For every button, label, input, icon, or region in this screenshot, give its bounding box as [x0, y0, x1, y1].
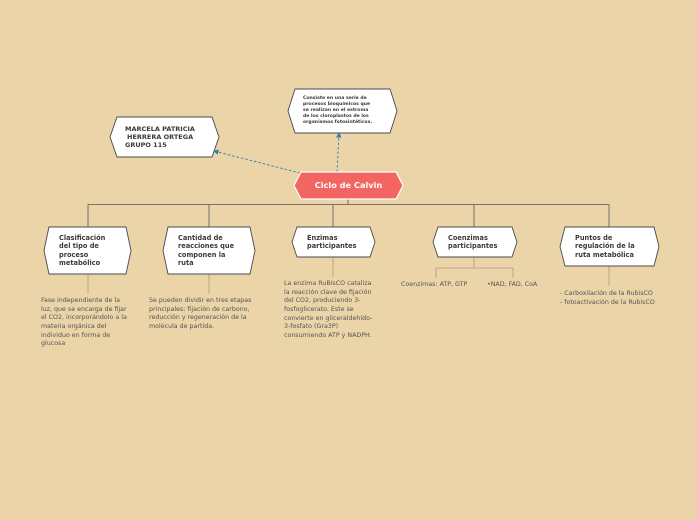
note-line: principales: fijación de carbono, [149, 305, 250, 313]
topic-node-shape [43, 226, 132, 275]
topic-node-coenzymes[interactable]: Coenzimas participantes [432, 226, 518, 258]
topic-title-line: participantes [307, 242, 357, 250]
note-line: 3-fosfato (Gra3P) [284, 323, 339, 331]
note-line: Se pueden dividir en tres etapas [149, 297, 252, 304]
definition-label: Consiste en una serie de procesos bioquí… [288, 96, 372, 126]
topic-node-enzymes[interactable]: Enzimas participantes [291, 226, 376, 258]
topic-node-shape [559, 226, 660, 267]
topic-title-line: Coenzimas [448, 233, 488, 242]
author-node-shape [109, 116, 220, 158]
topic-title-line: regulación de la [575, 242, 635, 251]
dashed-arrow-to-author [213, 149, 306, 177]
coenzymes-subitem-1: Coenzimas: ATP, GTP [401, 281, 468, 288]
central-node[interactable]: Ciclo de Calvin [293, 171, 404, 200]
author-label: MARCELA PATRICIA HERRERA ORTEGA GRUPO 11… [110, 125, 195, 149]
topic-title-line: reacciones que [178, 242, 235, 251]
topic-title: Cantidad de reacciones que componen la r… [163, 234, 234, 267]
topic-title-line: ruta metabólica [575, 250, 634, 259]
topic-note-enzymes: La enzima RuBisCO cataliza la reacción c… [284, 280, 372, 341]
note-line: glucosa [41, 340, 66, 348]
author-line-2: HERRERA ORTEGA [127, 132, 194, 141]
topic-title-line: metabólico [59, 258, 101, 267]
note-line: individuo en forma de [41, 331, 111, 339]
note-line: luz, que se encarga de fijar [41, 305, 127, 313]
topic-title: Enzimas participantes [292, 234, 356, 250]
topic-title-line: Puntos de [575, 234, 613, 243]
note-line: La enzima RuBisCO cataliza [284, 280, 372, 287]
topic-title: Puntos de regulación de la ruta metabóli… [560, 234, 635, 259]
note-line: convierte en gliceraldehído- [284, 314, 373, 322]
topic-title: Clasificación del tipo de proceso metabó… [44, 234, 105, 267]
definition-line-2: procesos bioquímicos que [303, 102, 371, 108]
note-line: la reacción clave de fijación [284, 288, 372, 296]
topic-node-reaction-count[interactable]: Cantidad de reacciones que componen la r… [162, 226, 256, 275]
note-line: reducción y regeneración de la [149, 314, 247, 322]
topic-title-line: Cantidad de [178, 234, 223, 243]
note-line: - Carboxilación de la RubisCO [560, 290, 653, 297]
topic-title-line: componen la [178, 250, 226, 259]
coenzymes-subitem-2: •NAD, FAD, CoA [487, 281, 538, 288]
note-line: fosfoglicerato. Este se [284, 306, 354, 314]
definition-line-4: de los cloroplastos de los [303, 113, 369, 119]
topic-note-reaction-count: Se pueden dividir en tres etapas princip… [149, 297, 251, 332]
note-line: del CO2, produciendo 3- [284, 297, 361, 305]
author-line-1: MARCELA PATRICIA [125, 124, 195, 133]
author-node[interactable]: MARCELA PATRICIA HERRERA ORTEGA GRUPO 11… [109, 116, 220, 158]
definition-node[interactable]: Consiste en una serie de procesos bioquí… [287, 88, 398, 134]
definition-line-3: se realizan en el estroma [303, 108, 369, 114]
dashed-arrow-to-definition [336, 132, 342, 173]
topic-title-line: ruta [178, 258, 194, 267]
topic-title: Coenzimas participantes [433, 234, 497, 250]
topic-node-shape [162, 226, 256, 275]
definition-line-5: organismos fotosintéticos. [303, 119, 373, 125]
central-title: Ciclo de Calvin [314, 180, 383, 191]
author-line-3: GRUPO 115 [125, 141, 167, 150]
topic-node-regulation[interactable]: Puntos de regulación de la ruta metabóli… [559, 226, 660, 267]
topic-title-line: participantes [448, 242, 498, 250]
topic-title-line: Enzimas [307, 233, 338, 242]
note-line: consumiendo ATP y NADPH. [284, 332, 372, 340]
note-line: Fase independiente de la [41, 297, 120, 304]
definition-line-1: Consiste en una serie de [303, 96, 367, 102]
topic-node-classification[interactable]: Clasificación del tipo de proceso metabó… [43, 226, 132, 275]
central-node-shape [293, 171, 404, 200]
topic-node-shape [291, 226, 376, 258]
note-line: molécula de partida. [149, 323, 215, 331]
topic-title-line: del tipo de [59, 242, 99, 251]
topic-note-classification: Fase independiente de la luz, que se enc… [41, 297, 127, 349]
topic-note-regulation: - Carboxilación de la RubisCO - fotoacti… [560, 290, 655, 307]
note-line: - fotoactivación de la RubisCO [560, 298, 655, 306]
topic-title-line: proceso [59, 250, 89, 259]
note-line: materia orgánica del [41, 323, 107, 331]
definition-node-shape [287, 88, 398, 134]
topic-node-shape [432, 226, 518, 258]
topic-title-line: Clasificación [59, 234, 106, 243]
note-line: el CO2, incorporándolo a la [41, 314, 127, 322]
